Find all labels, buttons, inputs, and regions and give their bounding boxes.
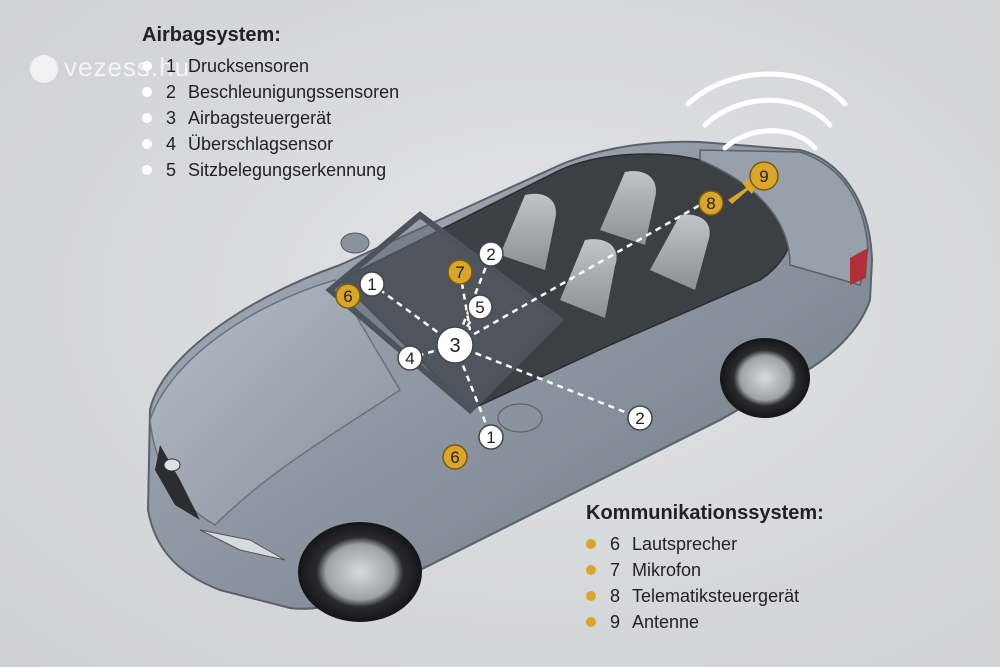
rear-wheel xyxy=(720,338,810,418)
legend-number: 5 xyxy=(166,160,177,180)
marker-7: 7 xyxy=(447,259,473,285)
front-wheel xyxy=(298,522,422,622)
marker-3: 3 xyxy=(436,326,474,364)
legend-number: 3 xyxy=(166,108,177,128)
marker-label: 3 xyxy=(449,335,460,357)
white-bullet-icon xyxy=(142,113,152,123)
legend-label: Antenne xyxy=(632,612,700,632)
white-bullet-icon xyxy=(142,87,152,97)
communication-legend-title: Kommunikationssystem: xyxy=(586,502,824,524)
watermark-mark-icon xyxy=(30,55,58,84)
legend-number: 6 xyxy=(610,534,621,554)
marker-1: 1 xyxy=(359,271,385,297)
airbag-legend-title: Airbagsystem: xyxy=(142,24,281,46)
legend-label: Drucksensoren xyxy=(188,56,310,76)
marker-label: 6 xyxy=(343,287,352,306)
marker-label: 8 xyxy=(706,194,715,213)
watermark-logo: vezess.hu xyxy=(30,52,191,84)
watermark-text: vezess.hu xyxy=(64,52,191,82)
marker-9: 9 xyxy=(749,161,779,191)
legend-label: Airbagsteuergerät xyxy=(188,108,332,128)
legend-item: 1 Drucksensoren xyxy=(142,53,399,79)
marker-8: 8 xyxy=(698,190,724,216)
legend-label: Lautsprecher xyxy=(632,534,738,554)
gold-bullet-icon xyxy=(586,539,596,549)
marker-label: 5 xyxy=(475,298,484,317)
white-bullet-icon xyxy=(142,139,152,149)
marker-6-door: 6 xyxy=(442,444,468,470)
marker-label: 9 xyxy=(759,167,768,186)
legend-number: 1 xyxy=(166,56,177,76)
communication-legend: Kommunikationssystem: 6 Lautsprecher 7 Mik… xyxy=(586,502,824,635)
marker-5: 5 xyxy=(467,294,493,320)
marker-label: 7 xyxy=(455,263,464,282)
marker-label: 2 xyxy=(635,409,644,428)
legend-label: Sitzbelegungserkennung xyxy=(188,160,387,180)
gold-bullet-icon xyxy=(586,617,596,627)
white-bullet-icon xyxy=(142,165,152,175)
legend-item: 2 Beschleunigungssensoren xyxy=(142,79,399,105)
antenna-signal-icon xyxy=(685,71,848,151)
marker-2: 2 xyxy=(478,241,504,267)
marker-4: 4 xyxy=(397,345,423,371)
marker-1-door: 1 xyxy=(478,424,504,450)
marker-label: 6 xyxy=(450,448,459,467)
legend-item: 3 Airbagsteuergerät xyxy=(142,105,399,131)
gold-bullet-icon xyxy=(586,565,596,575)
legend-item: 9 Antenne xyxy=(586,609,824,635)
legend-number: 7 xyxy=(610,560,621,580)
legend-label: Überschlagsensor xyxy=(188,134,334,154)
legend-label: Telematiksteuergerät xyxy=(632,586,800,606)
marker-label: 1 xyxy=(367,275,376,294)
marker-label: 4 xyxy=(405,349,414,368)
legend-label: Beschleunigungssensoren xyxy=(188,82,400,102)
marker-6-front: 6 xyxy=(335,283,361,309)
legend-item: 4 Überschlagsensor xyxy=(142,131,399,157)
legend-item: 7 Mikrofon xyxy=(586,557,824,583)
airbag-legend: Airbagsystem: 1 Drucksensoren 2 Beschleuni… xyxy=(142,24,399,183)
marker-label: 1 xyxy=(486,428,495,447)
legend-item: 6 Lautsprecher xyxy=(586,531,824,557)
legend-item: 5 Sitzbelegungserkennung xyxy=(142,157,399,183)
white-bullet-icon xyxy=(142,61,152,71)
legend-number: 9 xyxy=(610,612,621,632)
legend-number: 8 xyxy=(610,586,621,606)
gold-bullet-icon xyxy=(586,591,596,601)
marker-2-side: 2 xyxy=(627,405,653,431)
legend-label: Mikrofon xyxy=(632,560,702,580)
legend-number: 2 xyxy=(166,82,177,102)
legend-number: 4 xyxy=(166,134,177,154)
marker-label: 2 xyxy=(486,245,495,264)
legend-item: 8 Telematiksteuergerät xyxy=(586,583,824,609)
